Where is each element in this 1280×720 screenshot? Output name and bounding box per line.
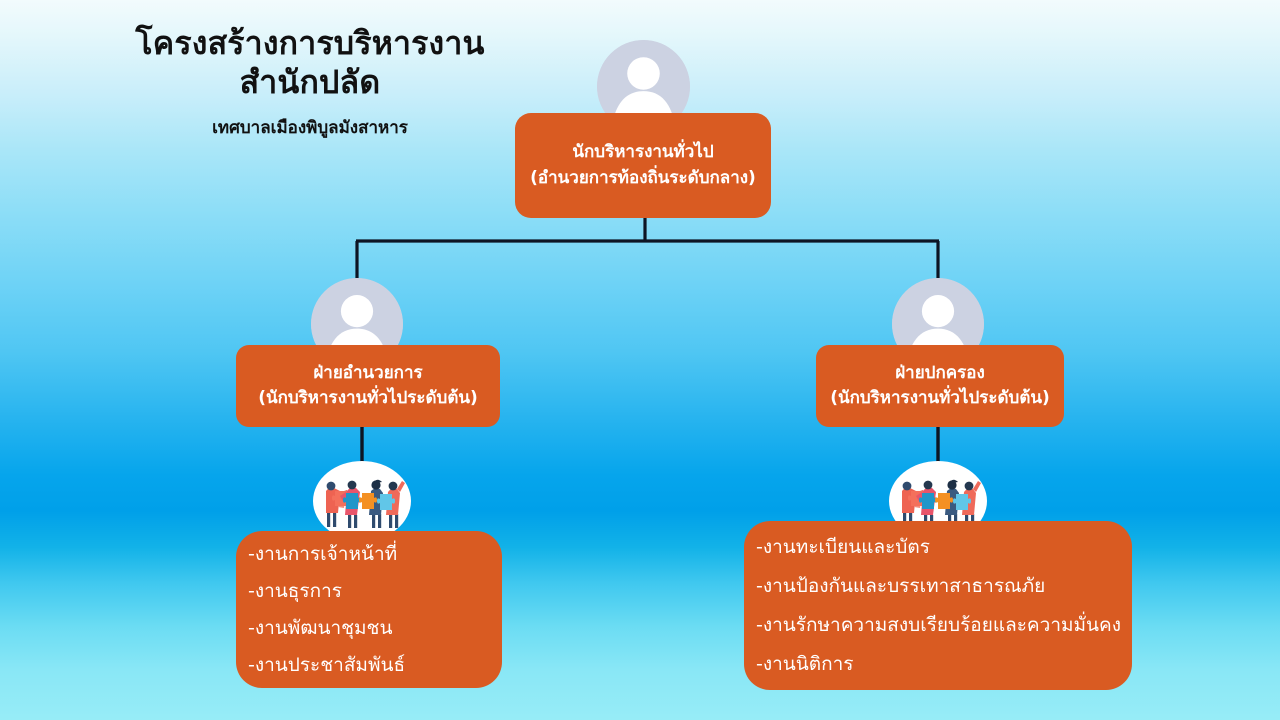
task-list-governance[interactable]: -งานทะเบียนและบัตร -งานป้องกันและบรรเทาส… [744,521,1132,690]
page-subtitle: เทศบาลเมืองพิบูลมังสาหาร [212,118,408,139]
node-right-line-1: ฝ่ายปกครอง [895,362,985,383]
list-item: -งานธุรการ [248,579,342,602]
task-list-administration[interactable]: -งานการเจ้าหน้าที่ -งานธุรการ -งานพัฒนาช… [236,531,502,688]
node-top-line-1: นักบริหารงานทั่วไป [572,142,714,162]
page-title-line-2: สำนักปลัด [239,63,381,102]
node-top-line-2: (อำนวยการท้องถิ่นระดับกลาง) [530,167,756,188]
list-item: -งานรักษาความสงบเรียบร้อยและความมั่นคง [756,613,1122,636]
chart-header: โครงสร้างการบริหารงาน สำนักปลัด เทศบาลเม… [90,24,530,141]
list-item: -งานการเจ้าหน้าที่ [248,542,398,565]
list-item: -งานนิติการ [756,652,854,675]
team-group-icon [313,461,411,541]
node-left-line-1: ฝ่ายอำนวยการ [313,362,423,383]
node-top-executive[interactable]: นักบริหารงานทั่วไป (อำนวยการท้องถิ่นระดั… [515,113,771,218]
node-right-line-2: (นักบริหารงานทั่วไประดับต้น) [830,388,1050,408]
list-item: -งานพัฒนาชุมชน [248,616,393,639]
page-title: โครงสร้างการบริหารงาน สำนักปลัด [90,24,530,102]
list-item: -งานประชาสัมพันธ์ [248,653,406,676]
list-item: -งานป้องกันและบรรเทาสาธารณภัย [756,574,1046,597]
node-division-administration[interactable]: ฝ่ายอำนวยการ (นักบริหารงานทั่วไประดับต้น… [236,345,500,427]
page-title-line-1: โครงสร้างการบริหารงาน [135,24,485,62]
node-division-governance[interactable]: ฝ่ายปกครอง (นักบริหารงานทั่วไประดับต้น) [816,345,1064,427]
node-left-line-2: (นักบริหารงานทั่วไประดับต้น) [258,388,478,408]
list-item: -งานทะเบียนและบัตร [756,535,930,558]
